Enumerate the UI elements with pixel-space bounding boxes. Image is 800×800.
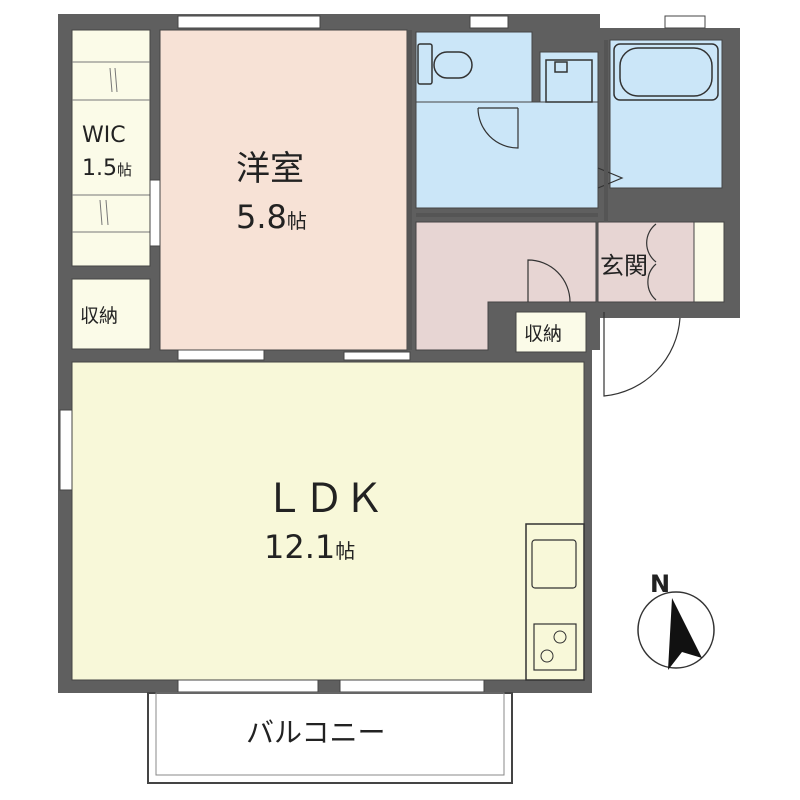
storage-left-floor bbox=[71, 278, 151, 350]
kitchen-sink bbox=[531, 539, 577, 589]
window-balcony-right bbox=[339, 679, 485, 693]
toilet-fixture bbox=[417, 43, 473, 85]
toilet-door-swing bbox=[477, 107, 519, 149]
western-room-size-label: 5.8帖 bbox=[236, 198, 307, 236]
ldk-label: ＬＤＫ bbox=[264, 476, 384, 522]
compass-circle bbox=[637, 591, 715, 669]
western-room-label: 洋室 bbox=[236, 149, 304, 189]
shoe-cabinet bbox=[693, 221, 725, 303]
hall-floor bbox=[415, 221, 597, 351]
compass-label: N bbox=[650, 570, 670, 598]
north-arrow-icon bbox=[668, 598, 702, 670]
window-ldk-left bbox=[59, 409, 73, 491]
wic-door-opening[interactable] bbox=[149, 179, 161, 247]
window-western-top bbox=[177, 15, 321, 29]
burner-1 bbox=[553, 630, 567, 644]
storage-hall-floor bbox=[515, 311, 587, 353]
window-western-ldk bbox=[177, 349, 265, 361]
entrance-label: 玄関 bbox=[600, 252, 648, 280]
burner-2 bbox=[540, 649, 554, 663]
shoe-door-2 bbox=[647, 263, 657, 301]
balcony-inner bbox=[155, 692, 505, 776]
partition-lines bbox=[408, 30, 608, 350]
shoe-door-1 bbox=[646, 223, 657, 263]
entrance-door-swing bbox=[603, 312, 681, 397]
window-hall-ldk bbox=[343, 351, 411, 361]
wash-basin-fixture bbox=[545, 59, 593, 103]
window-toilet bbox=[469, 15, 509, 29]
wic-label: WIC bbox=[82, 123, 126, 148]
toilet-floor bbox=[415, 31, 533, 103]
ldk-floor bbox=[71, 361, 585, 681]
storage-left-label: 収納 bbox=[80, 305, 118, 327]
entrance-floor bbox=[597, 221, 695, 303]
wic-size-label: 1.5帖 bbox=[82, 156, 132, 181]
window-bath bbox=[664, 15, 706, 29]
compass: N bbox=[637, 570, 715, 670]
western-room-floor bbox=[159, 29, 408, 351]
window-balcony-left bbox=[177, 679, 319, 693]
storage-hall-label: 収納 bbox=[524, 323, 562, 345]
wic-shelf-lines bbox=[72, 61, 150, 233]
kitchen-stove bbox=[533, 623, 577, 671]
bathtub-fixture bbox=[613, 43, 719, 101]
washroom-floor bbox=[415, 101, 599, 209]
ldk-size-label: 12.1帖 bbox=[264, 528, 355, 566]
balcony-label: バルコニー bbox=[246, 716, 385, 749]
wic-floor bbox=[71, 29, 151, 267]
doors bbox=[477, 107, 681, 397]
hall-door-swing bbox=[527, 259, 571, 303]
